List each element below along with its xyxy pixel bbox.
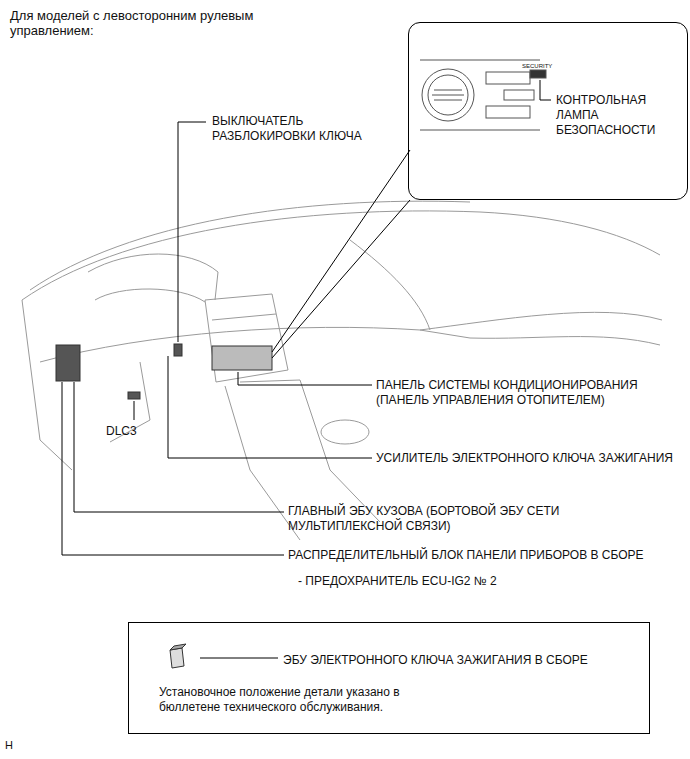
- connector-label: DLC3: [106, 424, 166, 439]
- part-label: ГЛАВНЫЙ ЭБУ КУЗОВА (БОРТОВОЙ ЭБУ СЕТИ МУ…: [288, 504, 618, 534]
- figure-code: H: [5, 738, 35, 753]
- diagram-title: Для моделей с левосторонним рулевым упра…: [10, 8, 280, 38]
- magnified-view-box: КОНТРОЛЬНАЯ ЛАМПА БЕЗОПАСНОСТИ: [408, 22, 688, 200]
- part-label: УСИЛИТЕЛЬ ЭЛЕКТРОННОГО КЛЮЧА ЗАЖИГАНИЯ: [376, 451, 676, 466]
- part-label: ВЫКЛЮЧАТЕЛЬ РАЗБЛОКИРОВКИ КЛЮЧА: [212, 114, 402, 144]
- part-label: РАСПРЕДЕЛИТЕЛЬНЫЙ БЛОК ПАНЕЛИ ПРИБОРОВ В…: [288, 548, 686, 563]
- node-text: ЭБУ ЭЛЕКТРОННОГО КЛЮЧА ЗАЖИГАНИЯ В СБОРЕ: [283, 653, 635, 668]
- node-text: КОНТРОЛЬНАЯ ЛАМПА БЕЗОПАСНОСТИ: [556, 93, 684, 138]
- node-text: Установочное положение детали указано в …: [159, 685, 459, 715]
- security-marking: SECURITY: [522, 62, 562, 70]
- part-label: ПАНЕЛЬ СИСТЕМЫ КОНДИЦИОНИРОВАНИЯ (ПАНЕЛЬ…: [376, 378, 686, 408]
- note-box: ЭБУ ЭЛЕКТРОННОГО КЛЮЧА ЗАЖИГАНИЯ В СБОРЕ…: [128, 622, 650, 734]
- fuse-label: - ПРЕДОХРАНИТЕЛЬ ECU-IG2 № 2: [298, 574, 598, 589]
